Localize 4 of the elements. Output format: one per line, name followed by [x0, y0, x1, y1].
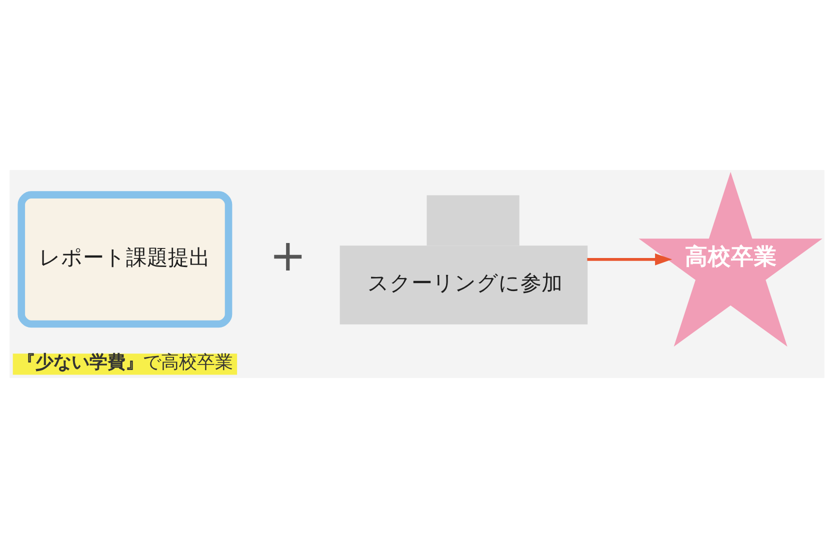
node-box: レポート課題提出 [18, 190, 232, 328]
arrow [587, 252, 672, 265]
label: + [270, 230, 306, 282]
label: 『少ない学費』で高校卒業 [18, 351, 233, 372]
